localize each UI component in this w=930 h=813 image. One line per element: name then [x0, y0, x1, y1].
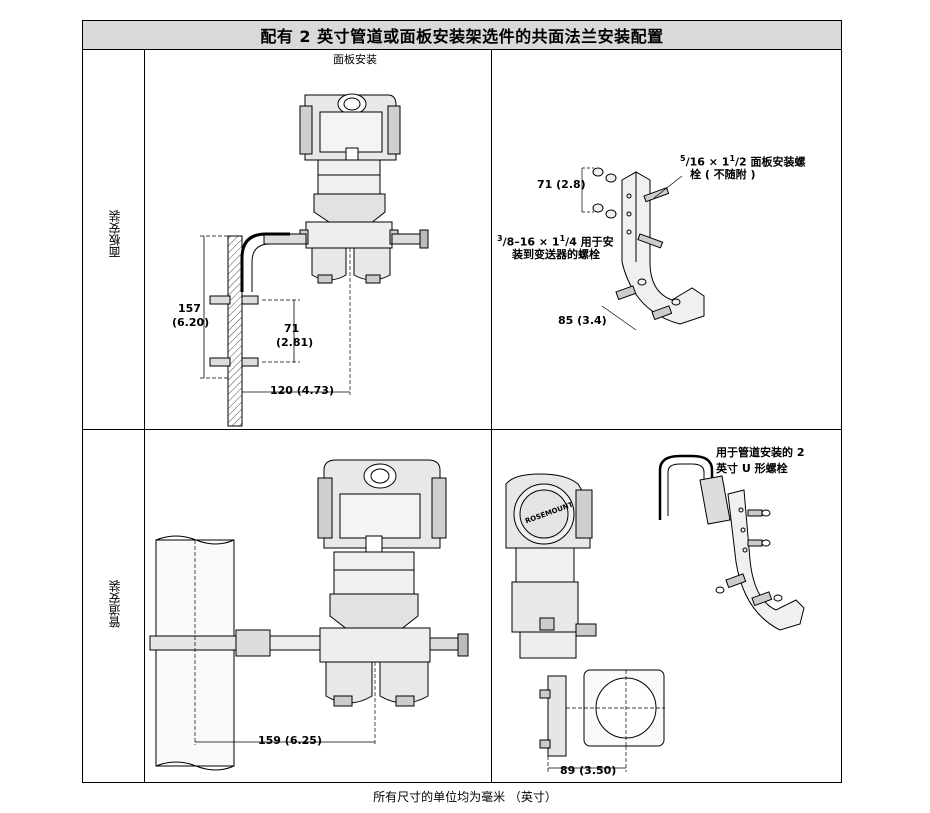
label-u-bolt-line1: 用于管道安装的 2 — [716, 446, 805, 459]
label-transmitter-bolt-38-line2: 装到变送器的螺栓 — [512, 248, 600, 261]
dim-71-in: (2.81) — [276, 336, 314, 349]
units-footnote: 所有尺寸的单位均为毫米 （英寸） — [373, 790, 557, 804]
dim-71-bracket: 71 (2.8) — [537, 178, 586, 191]
dim-85: 85 (3.4) — [558, 314, 607, 327]
grid-line-middle — [491, 49, 492, 783]
diagram-title: 配有 2 英寸管道或面板安装架选件的共面法兰安装配置 — [83, 21, 841, 50]
grid-line-side — [144, 49, 145, 783]
label-u-bolt-line2: 英寸 U 形螺栓 — [716, 462, 788, 475]
dim-89: 89 (3.50) — [560, 764, 617, 777]
label-transmitter-bolt-38: 3/8–16 × 11/4 用于安 — [497, 234, 614, 249]
dim-71: 71 — [284, 322, 300, 335]
dim-120: 120 (4.73) — [270, 384, 334, 397]
label-panel-bolt-516: 5/16 × 11/2 面板安装螺 — [680, 154, 806, 169]
diagram-frame: 配有 2 英寸管道或面板安装架选件的共面法兰安装配置 — [82, 20, 842, 783]
label-panel-bolt-516-line2: 栓 ( 不随附 ) — [690, 168, 756, 181]
dim-159: 159 (6.25) — [258, 734, 322, 747]
grid-line-row — [82, 429, 842, 430]
panel-mount-caption: 面板安装 — [333, 53, 377, 66]
dim-157-in: (6.20) — [172, 316, 210, 329]
dim-157: 157 — [178, 302, 201, 315]
